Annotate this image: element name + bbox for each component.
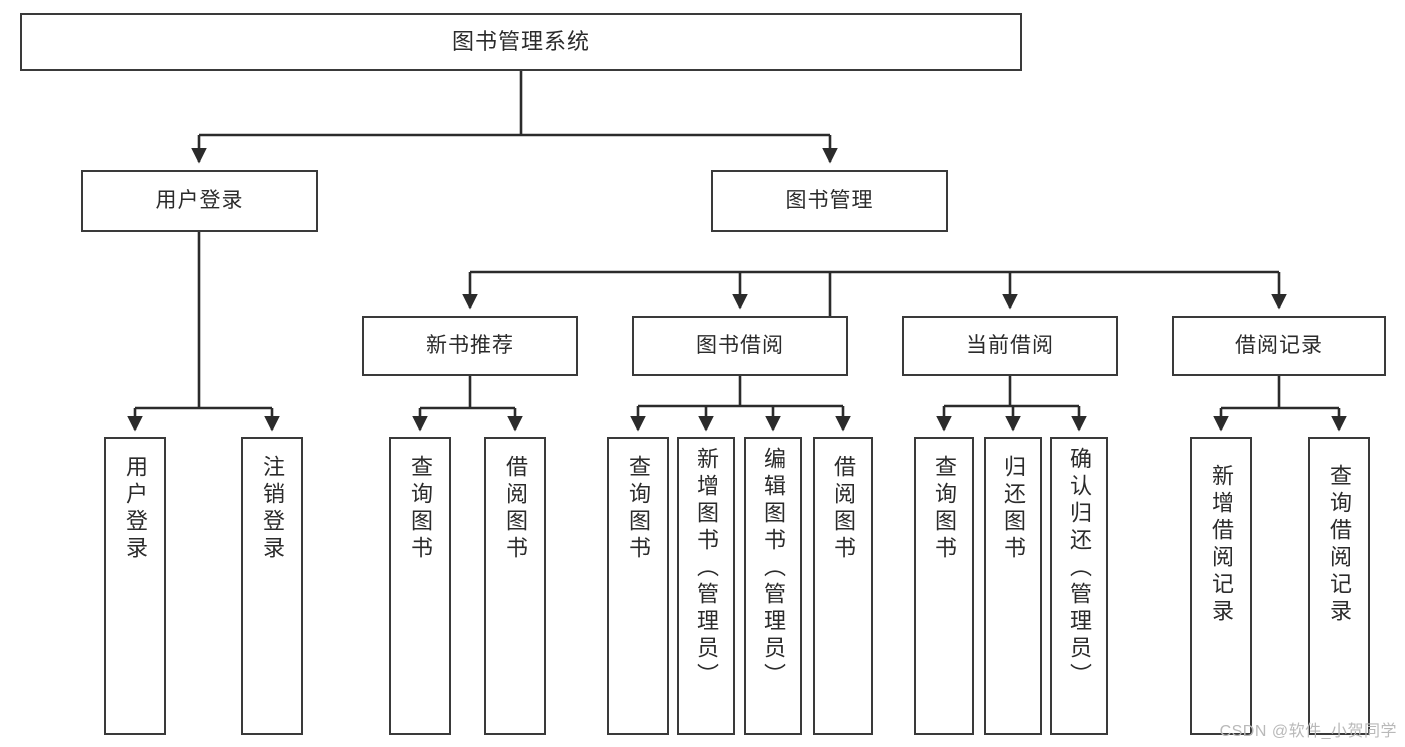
node-leaf-query-book-rec-label: 查询图书 <box>408 455 433 563</box>
node-leaf-query-book-current-label: 查询图书 <box>932 455 957 563</box>
node-leaf-return-book[interactable]: 归还图书 <box>984 437 1042 735</box>
node-borrow-record-label: 借阅记录 <box>1235 333 1323 357</box>
node-leaf-edit-book-admin[interactable]: 编辑图书（管理员） <box>744 437 802 735</box>
node-leaf-confirm-return-admin[interactable]: 确认归还（管理员） <box>1050 437 1108 735</box>
node-leaf-query-book-borrow-label: 查询图书 <box>626 455 651 563</box>
node-leaf-add-book-admin-label: 新增图书（管理员） <box>694 447 719 690</box>
node-leaf-add-book-admin[interactable]: 新增图书（管理员） <box>677 437 735 735</box>
watermark-text: CSDN @软件_小贺同学 <box>1219 723 1397 740</box>
node-leaf-query-book-current[interactable]: 查询图书 <box>914 437 974 735</box>
node-user-login[interactable]: 用户登录 <box>81 170 318 232</box>
node-leaf-user-login[interactable]: 用户登录 <box>104 437 166 735</box>
node-book-borrow-label: 图书借阅 <box>696 333 784 357</box>
node-leaf-query-borrow-record-label: 查询借阅记录 <box>1327 464 1352 626</box>
node-book-manage-label: 图书管理 <box>785 188 874 212</box>
node-leaf-add-borrow-record[interactable]: 新增借阅记录 <box>1190 437 1252 735</box>
node-new-book-recommend[interactable]: 新书推荐 <box>362 316 578 376</box>
node-leaf-logout-login[interactable]: 注销登录 <box>241 437 303 735</box>
node-borrow-record[interactable]: 借阅记录 <box>1172 316 1386 376</box>
node-leaf-query-book-rec[interactable]: 查询图书 <box>389 437 451 735</box>
node-book-borrow[interactable]: 图书借阅 <box>632 316 848 376</box>
node-current-borrow-label: 当前借阅 <box>966 333 1054 357</box>
node-leaf-confirm-return-admin-label: 确认归还（管理员） <box>1067 447 1092 690</box>
node-leaf-user-login-label: 用户登录 <box>123 455 148 563</box>
node-leaf-return-book-label: 归还图书 <box>1001 455 1026 563</box>
node-leaf-add-borrow-record-label: 新增借阅记录 <box>1209 464 1234 626</box>
node-current-borrow[interactable]: 当前借阅 <box>902 316 1118 376</box>
node-leaf-borrow-book-label: 借阅图书 <box>831 455 856 563</box>
node-root[interactable]: 图书管理系统 <box>20 13 1022 71</box>
node-leaf-query-book-borrow[interactable]: 查询图书 <box>607 437 669 735</box>
node-user-login-label: 用户登录 <box>155 188 244 212</box>
node-leaf-edit-book-admin-label: 编辑图书（管理员） <box>761 447 786 690</box>
node-leaf-logout-login-label: 注销登录 <box>260 455 285 563</box>
node-book-manage[interactable]: 图书管理 <box>711 170 948 232</box>
node-root-label: 图书管理系统 <box>451 29 590 55</box>
node-new-book-recommend-label: 新书推荐 <box>426 333 514 357</box>
node-leaf-borrow-book-rec[interactable]: 借阅图书 <box>484 437 546 735</box>
node-leaf-query-borrow-record[interactable]: 查询借阅记录 <box>1308 437 1370 735</box>
node-leaf-borrow-book-rec-label: 借阅图书 <box>503 455 528 563</box>
node-leaf-borrow-book[interactable]: 借阅图书 <box>813 437 873 735</box>
